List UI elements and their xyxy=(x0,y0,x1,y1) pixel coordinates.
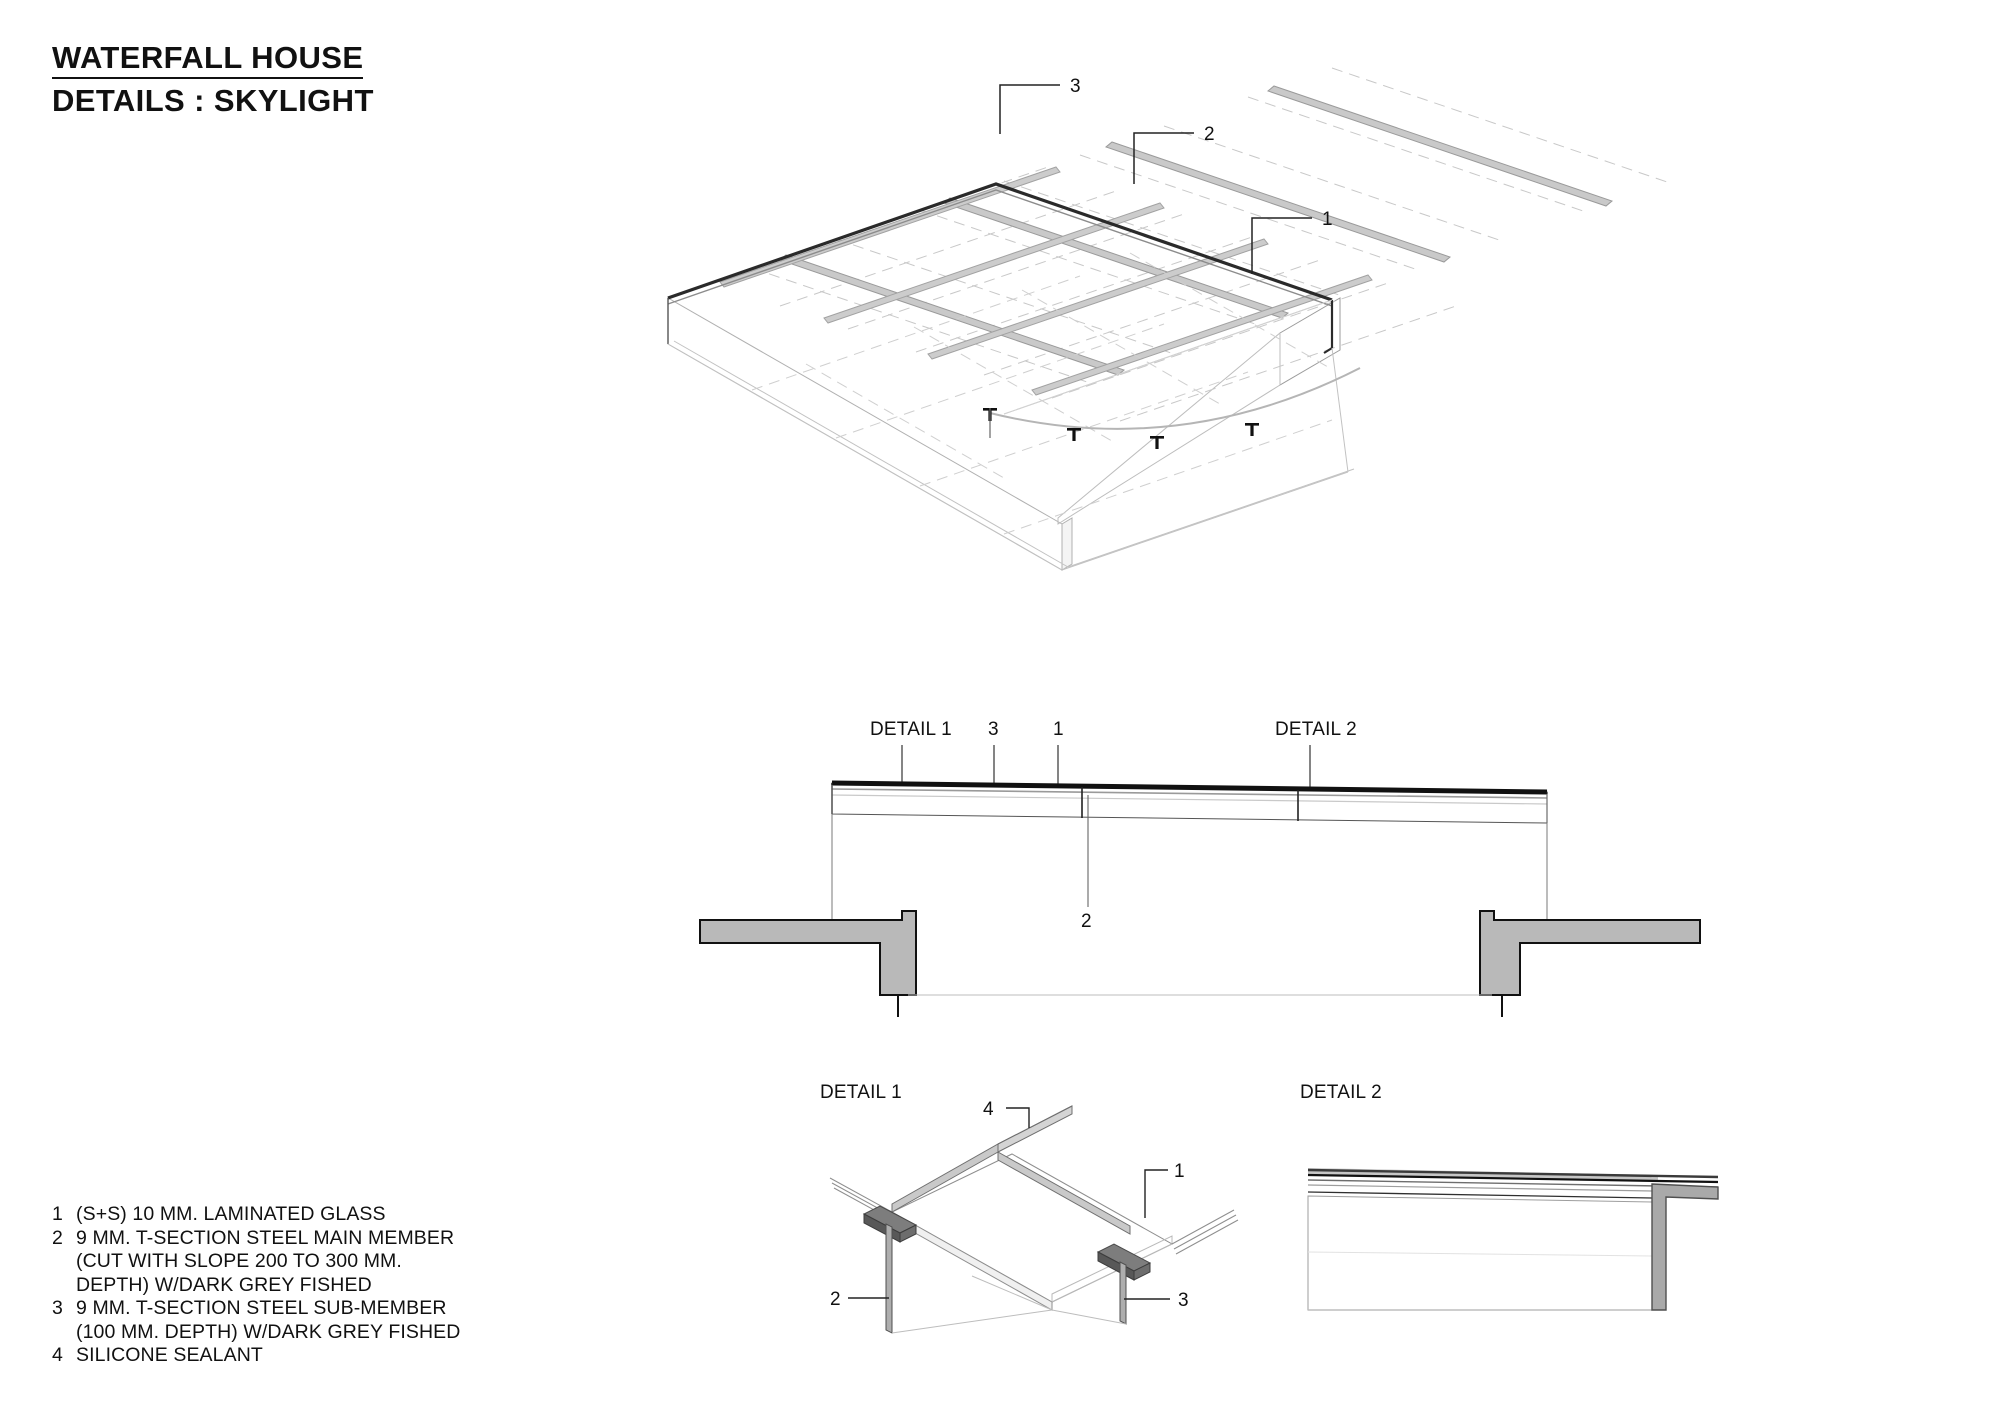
iso-outline xyxy=(667,182,1334,415)
detail-1-callouts: 4 1 2 3 xyxy=(830,1099,1189,1311)
iso-geometry xyxy=(667,67,1671,571)
section-callout-2: 2 xyxy=(1081,795,1092,932)
page-title-line-1: WATERFALL HOUSE xyxy=(52,40,364,79)
d1-callout-2: 2 xyxy=(830,1289,841,1310)
d1-leader-4 xyxy=(1006,1107,1030,1128)
iso-callouts: 3 2 1 xyxy=(999,76,1333,274)
iso-lower-plane xyxy=(667,340,1355,571)
page-title-line-2: DETAILS : SKYLIGHT xyxy=(52,83,374,118)
legend-item-continuation: DEPTH) W/DARK GREY FISHED xyxy=(76,1273,372,1296)
title-block: WATERFALL HOUSE DETAILS : SKYLIGHT xyxy=(52,40,752,120)
d1-glass-continuation-right xyxy=(1171,1209,1239,1255)
iso-lower-hidden-grid xyxy=(751,252,1333,535)
d1-callout-3: 3 xyxy=(1178,1290,1189,1311)
iso-callout-3: 3 xyxy=(1070,76,1081,97)
sect-detail-2-label: DETAIL 2 xyxy=(1275,719,1357,740)
legend-item: 3 9 MM. T-SECTION STEEL SUB-MEMBER xyxy=(52,1297,572,1321)
iso-main-members xyxy=(778,85,1614,376)
legend-item-number: 4 xyxy=(52,1344,63,1366)
d2-glass-line-4 xyxy=(1307,1184,1653,1192)
section-leaders xyxy=(901,745,1311,791)
legend-list: 1 (S+S) 10 MM. LAMINATED GLASS 2 9 MM. T… xyxy=(52,1203,572,1368)
section-view: DETAIL 1 3 1 DETAIL 2 2 xyxy=(699,715,1950,1017)
detail-2-title: DETAIL 2 xyxy=(1300,1082,1382,1103)
legend-item-label: 9 MM. T-SECTION STEEL MAIN MEMBER xyxy=(76,1226,455,1249)
section-support-right xyxy=(1479,910,1701,1017)
legend-item-label: 9 MM. T-SECTION STEEL SUB-MEMBER xyxy=(76,1297,447,1319)
legend-item: 2 9 MM. T-SECTION STEEL MAIN MEMBER xyxy=(52,1227,572,1251)
legend-item-label: SILICONE SEALANT xyxy=(76,1344,263,1366)
d1-soffit-lines xyxy=(891,1275,1127,1334)
detail-1-geometry xyxy=(829,1105,1239,1334)
section-glass-assembly xyxy=(831,780,1548,824)
d1-tee-right xyxy=(1096,1243,1152,1325)
detail-1-title: DETAIL 1 xyxy=(820,1082,902,1103)
isometric-skylight-view: 3 2 1 xyxy=(660,50,1970,571)
iso-hidden-structure xyxy=(711,67,1671,422)
d1-callout-1: 1 xyxy=(1174,1161,1185,1182)
sect-callout-3-label: 3 xyxy=(988,719,999,740)
d2-edge-angle xyxy=(1651,1183,1719,1311)
legend-item-continuation: (CUT WITH SLOPE 200 TO 300 MM. xyxy=(76,1250,402,1272)
iso-callout-2: 2 xyxy=(1204,124,1215,145)
legend-item-number: 3 xyxy=(52,1297,63,1319)
iso-right-fascia xyxy=(1057,297,1341,525)
sect-callout-1-label: 1 xyxy=(1053,719,1064,740)
section-labels: DETAIL 1 3 1 DETAIL 2 xyxy=(870,719,1357,740)
d2-substrate-division xyxy=(1307,1251,1653,1257)
d2-glass-line-2 xyxy=(1307,1173,1719,1184)
d2-glass-line-5 xyxy=(1307,1191,1653,1199)
d2-glass-line-1 xyxy=(1307,1168,1719,1179)
legend-item: 1 (S+S) 10 MM. LAMINATED GLASS xyxy=(52,1203,572,1227)
iso-leader-1 xyxy=(1251,217,1312,274)
section-witness-lines xyxy=(831,785,1548,930)
iso-leader-2 xyxy=(1133,132,1194,184)
legend-item: 4 SILICONE SEALANT xyxy=(52,1344,572,1368)
d2-glass-line-3 xyxy=(1307,1179,1719,1188)
d1-leader-1 xyxy=(1144,1169,1168,1218)
section-support-left xyxy=(699,910,917,1017)
detail-1-view: DETAIL 1 xyxy=(820,1080,1260,1340)
d1-top-flange xyxy=(891,1105,1131,1235)
iso-callout-1: 1 xyxy=(1322,209,1333,230)
detail-2-geometry xyxy=(1307,1168,1719,1311)
sect-detail-1-label: DETAIL 1 xyxy=(870,719,952,740)
legend-item-number: 2 xyxy=(52,1226,63,1249)
legend-item-number: 1 xyxy=(52,1203,63,1225)
sect-callout-2-label: 2 xyxy=(1081,911,1092,932)
iso-leader-3 xyxy=(999,84,1060,134)
detail-2-view: DETAIL 2 xyxy=(1300,1080,1770,1340)
legend-item-continuation: (100 MM. DEPTH) W/DARK GREY FISHED xyxy=(76,1320,461,1343)
iso-span-arc xyxy=(989,367,1361,430)
d1-callout-4: 4 xyxy=(983,1099,994,1120)
d1-tee-left xyxy=(862,1205,918,1334)
legend-item-label: (S+S) 10 MM. LAMINATED GLASS xyxy=(76,1203,386,1225)
